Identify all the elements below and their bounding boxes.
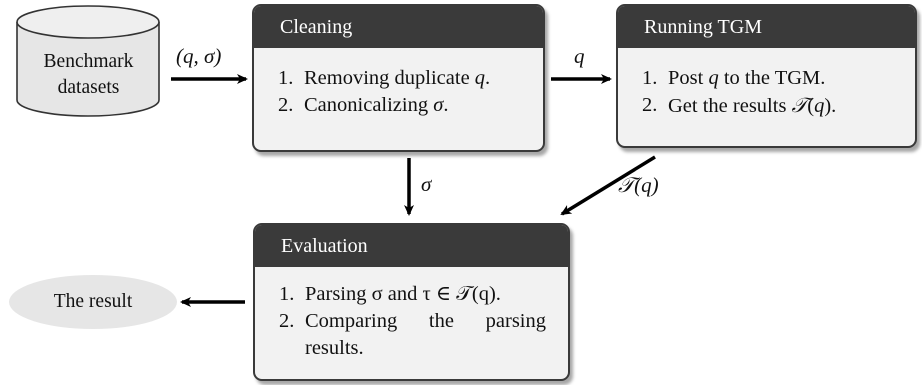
list-item: 2. Get the results 𝒯(q).	[618, 92, 915, 120]
step-text-continuation: results.	[305, 337, 364, 359]
tgm-steps: 1. Post q to the TGM. 2. Get the results…	[618, 48, 915, 120]
step-text: Post	[668, 67, 704, 89]
step-math: σ	[433, 94, 444, 116]
step-number: 2.	[279, 310, 295, 332]
cleaning-title: Cleaning	[254, 6, 543, 48]
benchmark-datasets-cylinder	[16, 5, 160, 117]
step-math: q	[814, 95, 825, 117]
step-math: q	[708, 67, 719, 89]
evaluation-title: Evaluation	[255, 225, 568, 267]
list-item: 1. Post q to the TGM.	[618, 65, 915, 92]
edge-label-q: q	[574, 44, 585, 68]
step-calligraphic-t: 𝒯	[791, 93, 808, 117]
list-item: 1. Parsing σ and τ ∈ 𝒯(q).	[255, 281, 546, 308]
step-text: Removing duplicate	[304, 67, 470, 89]
benchmark-datasets-label: Benchmark datasets	[18, 49, 159, 101]
step-number: 1.	[279, 283, 295, 305]
cleaning-box: Cleaning 1. Removing duplicate q. 2. Can…	[252, 4, 545, 152]
step-paren-open: (	[807, 95, 815, 117]
step-tail: .	[443, 94, 449, 116]
list-item: 2. Canonicalizing σ.	[254, 92, 543, 119]
edge-label-sigma: σ	[421, 172, 432, 196]
step-paren-close: ).	[824, 95, 837, 117]
evaluation-box: Evaluation 1. Parsing σ and τ ∈ 𝒯(q). 2.…	[253, 223, 570, 381]
step-text: Get the results	[668, 95, 787, 117]
step-number: 1.	[278, 67, 294, 89]
step-text: Parsing σ and τ ∈ 𝒯(q).	[305, 283, 501, 305]
step-number: 2.	[278, 94, 294, 116]
list-item: 1. Removing duplicate q.	[254, 65, 543, 92]
list-item-continuation: results.	[255, 335, 546, 362]
evaluation-steps: 1. Parsing σ and τ ∈ 𝒯(q). 2. Comparing …	[255, 267, 568, 362]
edge-label-t-of-q: 𝒯(q)	[618, 173, 659, 197]
step-number: 2.	[642, 94, 658, 116]
cleaning-steps: 1. Removing duplicate q. 2. Canonicalizi…	[254, 48, 543, 119]
step-number: 1.	[642, 67, 658, 89]
result-label: The result	[53, 291, 133, 312]
running-tgm-box: Running TGM 1. Post q to the TGM. 2. Get…	[616, 4, 917, 148]
running-tgm-title: Running TGM	[618, 6, 915, 48]
step-math: q	[474, 67, 486, 89]
result-ellipse	[9, 275, 177, 329]
step-text: Canonicalizing	[304, 94, 429, 116]
datasets-line-2: datasets	[57, 77, 120, 98]
step-text-end: to the TGM.	[723, 67, 826, 89]
list-item: 2. Comparing the parsing	[255, 308, 546, 335]
arrow-tgm-to-evaluation	[560, 155, 656, 216]
step-text: Comparing the parsing	[305, 310, 546, 332]
step-tail: .	[485, 67, 491, 89]
edge-label-q-sigma: (q, σ)	[176, 44, 222, 68]
datasets-line-1: Benchmark	[43, 51, 134, 72]
